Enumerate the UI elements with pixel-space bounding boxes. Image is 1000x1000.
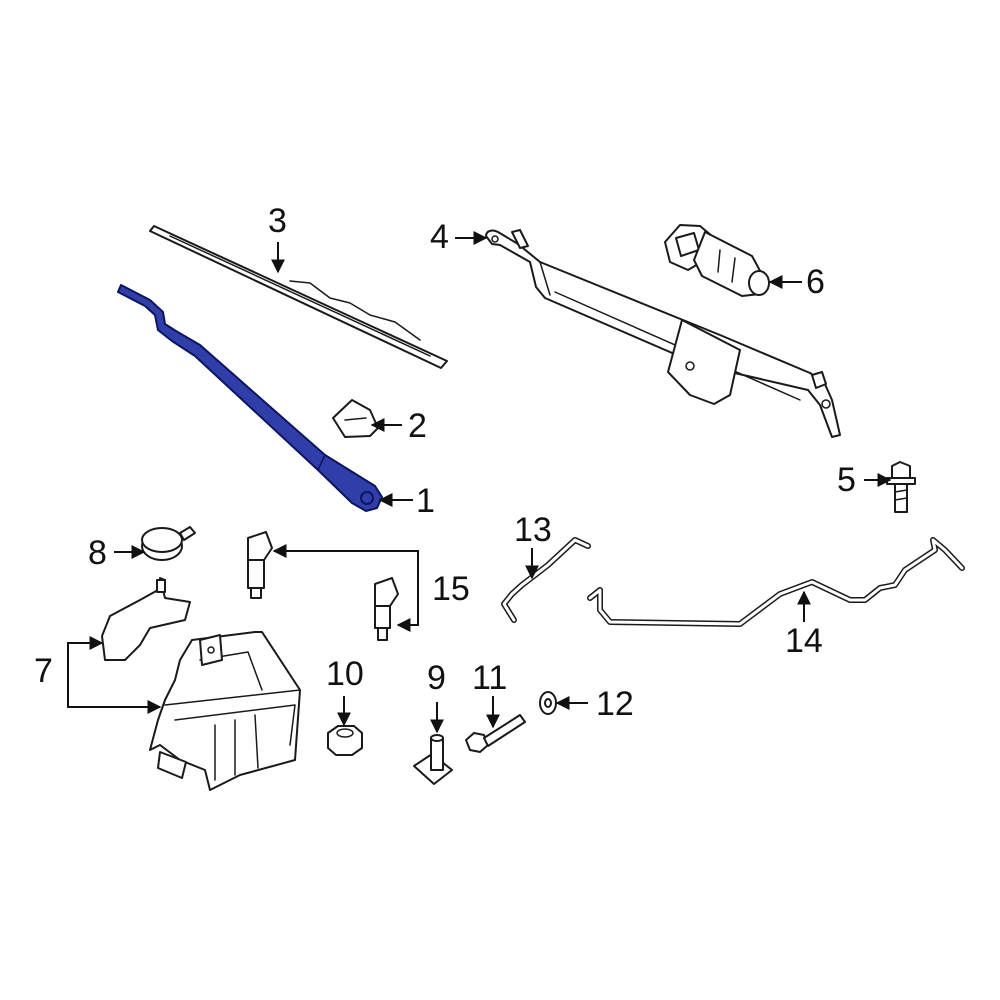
wiper-arm-cap[interactable] (332, 399, 379, 438)
callout-4: 4 (430, 218, 449, 256)
callout-2: 2 (408, 407, 427, 445)
callout-5: 5 (837, 461, 856, 499)
callout-3: 3 (268, 202, 287, 240)
mounting-stud[interactable] (413, 734, 453, 785)
wiper-motor[interactable] (664, 224, 770, 297)
callout-1: 1 (416, 482, 435, 520)
callout-12: 12 (596, 685, 634, 723)
callout-6: 6 (806, 263, 825, 301)
hex-nut[interactable] (327, 725, 363, 756)
leader-lines (67, 231, 892, 734)
washer-nozzle-upper[interactable] (247, 531, 273, 599)
washer-reservoir[interactable] (101, 577, 301, 791)
callout-13: 13 (514, 511, 552, 549)
callout-15: 15 (432, 570, 470, 608)
callout-9: 9 (427, 659, 446, 697)
reservoir-cap[interactable] (141, 526, 196, 561)
callout-7: 7 (34, 652, 53, 690)
washer-hose-short[interactable] (501, 537, 591, 623)
wiper-blade[interactable] (149, 225, 448, 369)
wiper-arm-pivot-hole (360, 491, 374, 505)
callout-10: 10 (326, 655, 364, 693)
washer-hose-long[interactable] (587, 537, 965, 627)
wiper-linkage[interactable] (485, 229, 841, 438)
mounting-bolt-11[interactable] (465, 714, 526, 753)
callout-11: 11 (472, 659, 507, 697)
flat-washer[interactable] (539, 691, 557, 715)
callout-8: 8 (88, 534, 107, 572)
callout-14: 14 (785, 622, 823, 660)
mounting-bolt-5[interactable] (886, 461, 916, 513)
washer-nozzle-lower[interactable] (374, 577, 399, 641)
